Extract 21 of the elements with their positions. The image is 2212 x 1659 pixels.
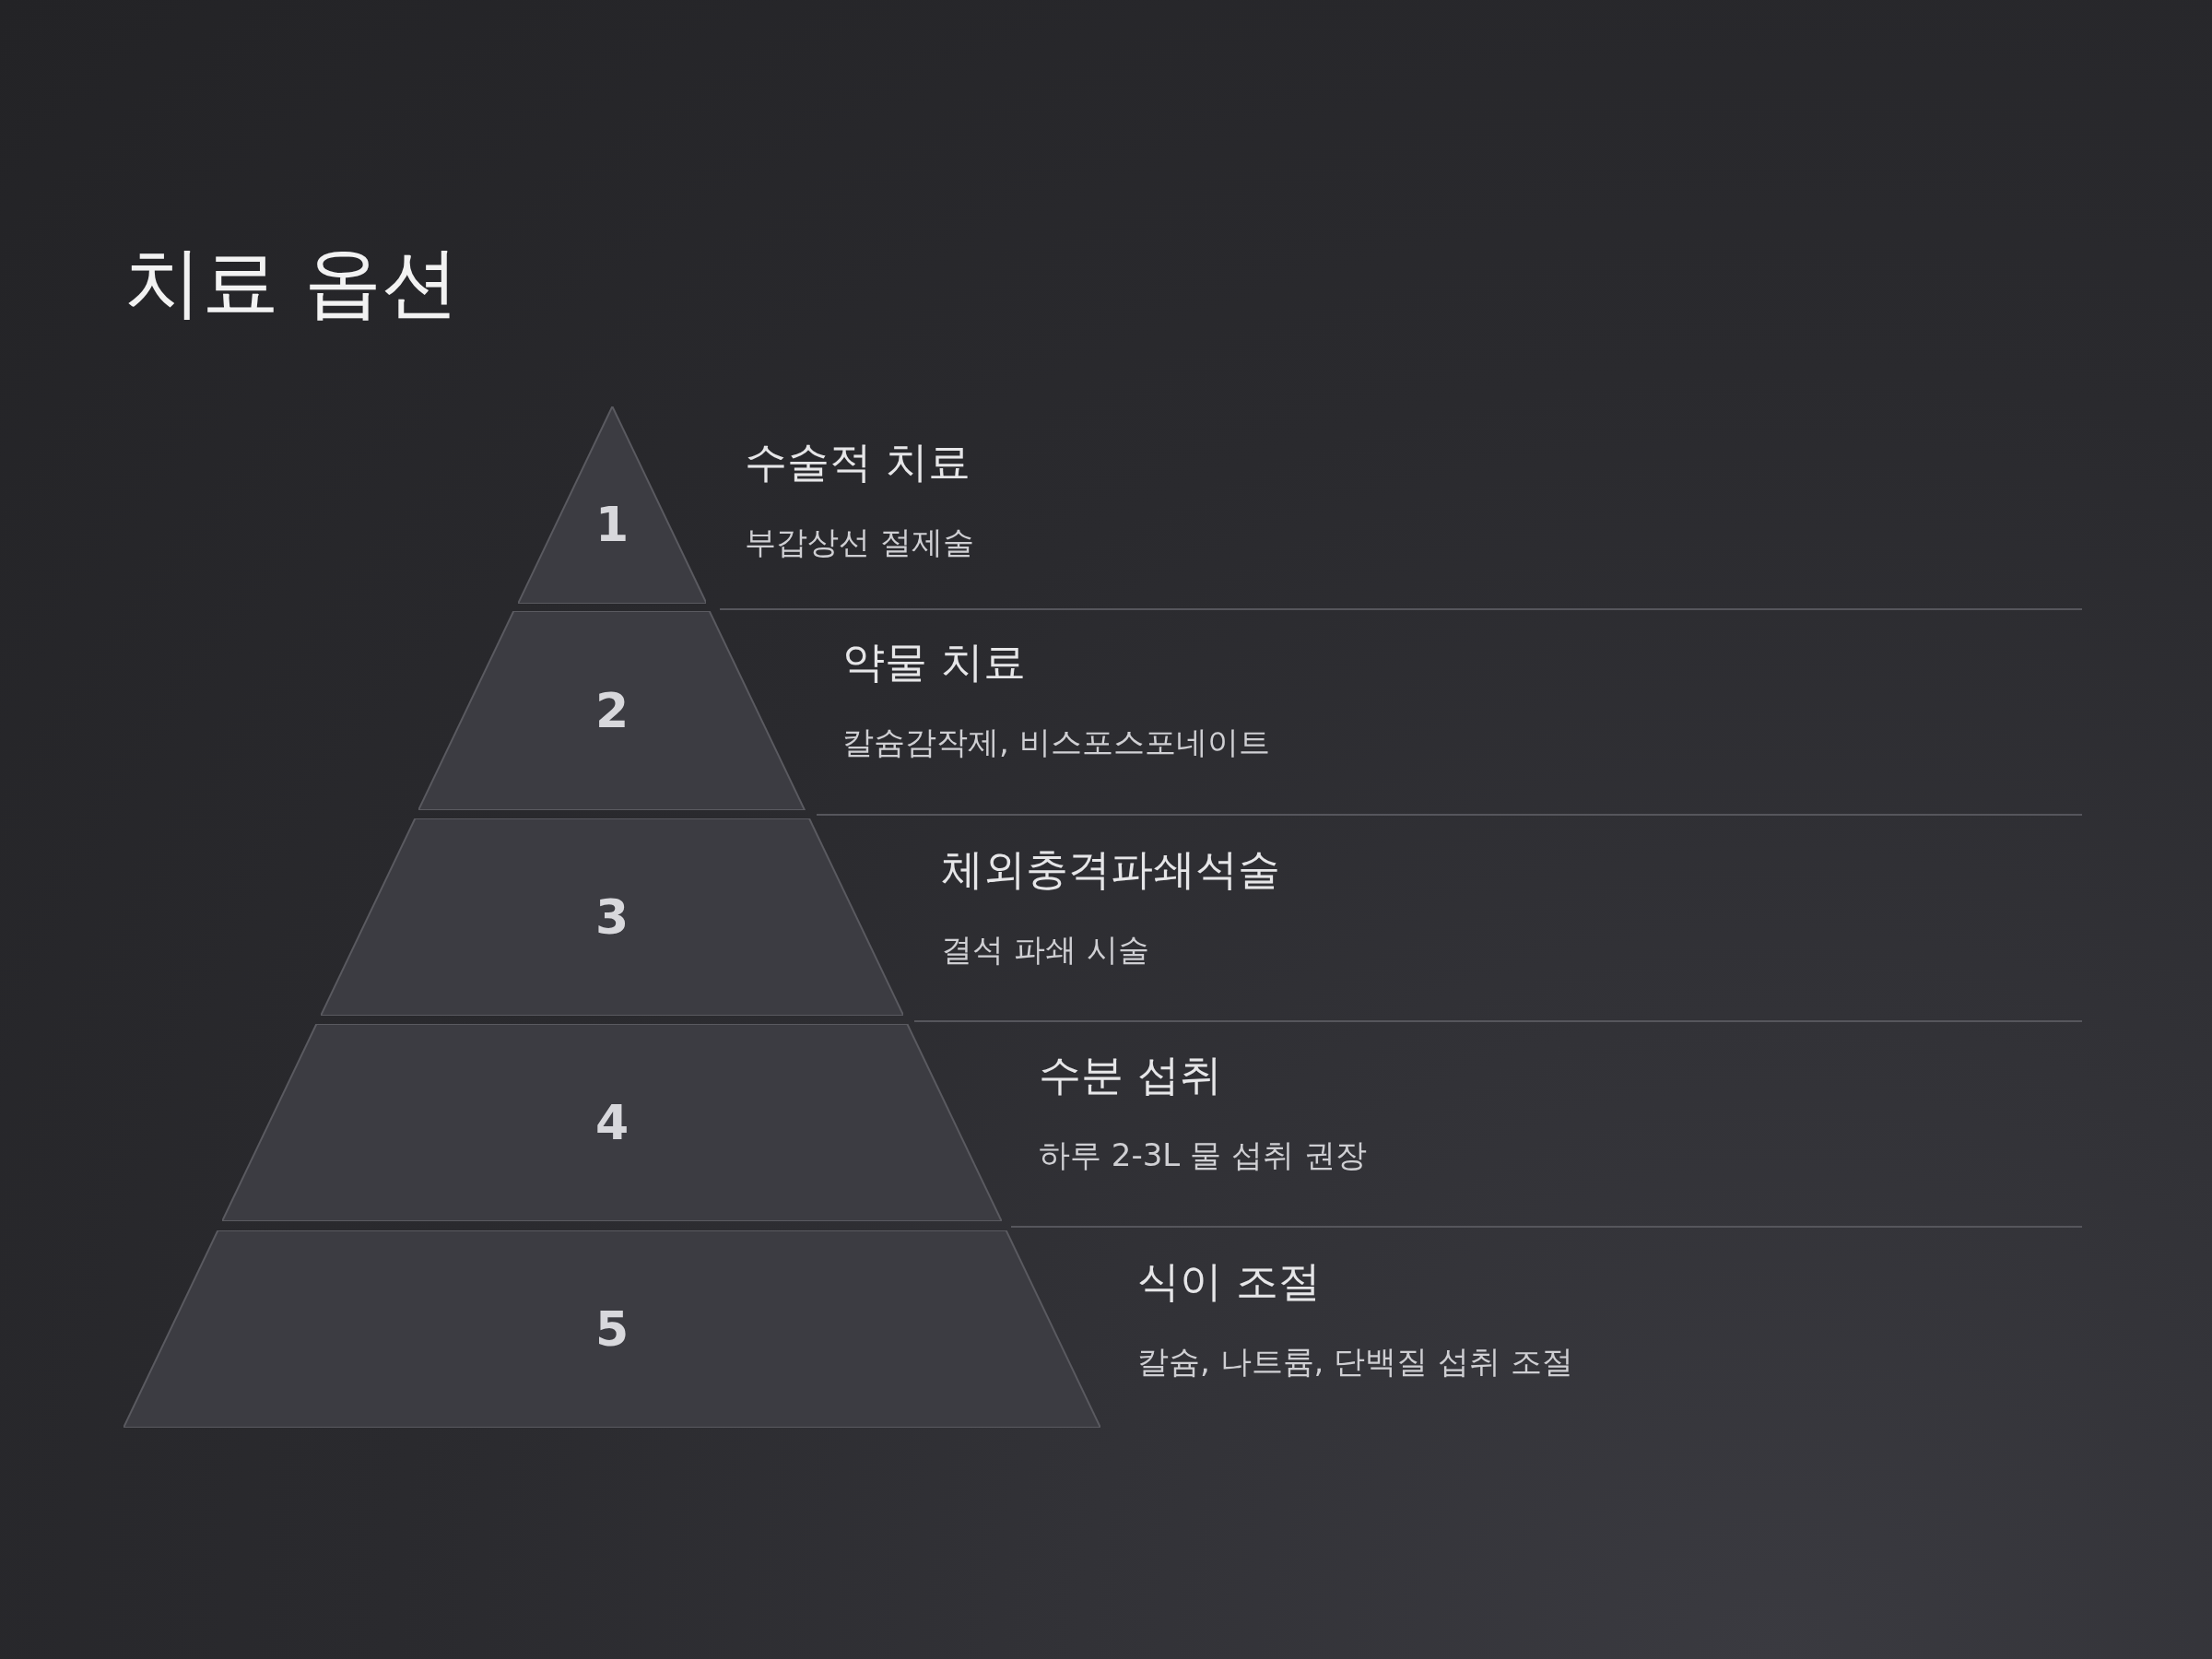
option-heading: 수분 섭취 xyxy=(1039,1049,1222,1101)
option-description: 하루 2-3L 물 섭취 권장 xyxy=(1039,1135,1367,1175)
option-heading: 체외충격파쇄석술 xyxy=(941,843,1280,896)
pyramid-layer xyxy=(222,1024,1002,1221)
option-heading: 약물 치료 xyxy=(842,636,1026,688)
option-heading: 수술적 치료 xyxy=(745,436,971,488)
option-description: 칼슘, 나트륨, 단백질 섭취 조절 xyxy=(1137,1342,1573,1382)
pyramid-layer xyxy=(517,406,707,604)
option-heading: 식이 조절 xyxy=(1137,1255,1321,1308)
pyramid-layer xyxy=(418,611,806,810)
option-description: 부갑상선 절제술 xyxy=(745,523,974,562)
pyramid-layer xyxy=(124,1230,1100,1428)
layer-number: 5 xyxy=(594,1301,630,1357)
option-description: 칼슘감작제, 비스포스포네이트 xyxy=(842,723,1270,762)
title: 치료 옵션 xyxy=(124,236,459,329)
layer-number: 2 xyxy=(594,683,630,738)
layer-number: 1 xyxy=(594,497,630,553)
option-description: 결석 파쇄 시술 xyxy=(941,930,1149,970)
layer-number: 3 xyxy=(594,889,630,945)
pyramid-layer xyxy=(320,818,904,1016)
layer-number: 4 xyxy=(594,1095,630,1150)
